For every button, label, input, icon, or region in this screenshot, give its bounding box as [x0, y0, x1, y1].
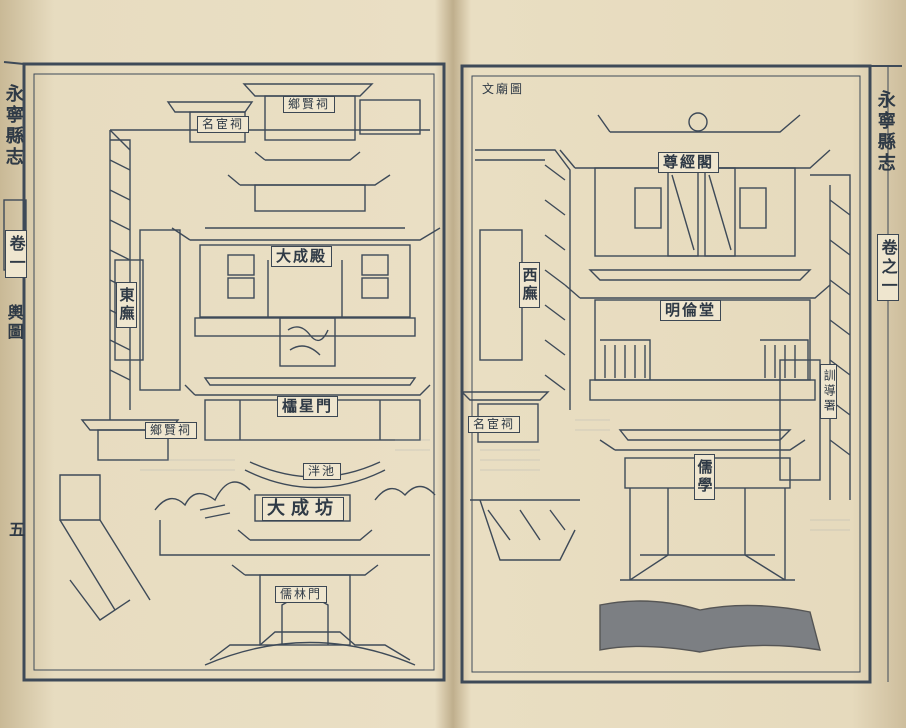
label-pavilion-top: 尊經閣 — [658, 152, 720, 173]
label-west-side-hall: 西廡 — [519, 262, 540, 308]
label-shrine-left: 名宦祠 — [468, 416, 521, 434]
label-shrine-right: 訓導署 — [820, 364, 838, 419]
page-number: 五 — [9, 520, 28, 539]
label-shrine-mid-left: 鄉賢祠 — [145, 422, 198, 440]
label-lecture-hall: 明倫堂 — [660, 300, 722, 321]
label-bottom-gate: 儒林門 — [275, 586, 328, 604]
figure-caption: 文廟圖 — [482, 82, 525, 96]
label-main-hall: 大成殿 — [271, 246, 333, 267]
label-east-side-hall: 東廡 — [116, 282, 137, 328]
volume-label-right: 卷之一 — [877, 234, 899, 301]
label-pool: 泮池 — [303, 463, 342, 481]
volume-label-left: 卷一 — [5, 230, 27, 278]
spine-title-right: 永寧縣志 — [874, 90, 896, 174]
label-shrine-top: 鄉賢祠 — [283, 96, 336, 114]
label-shrine-top-left: 名宦祠 — [197, 116, 250, 134]
chapter-label-left: 輿圖 — [4, 304, 24, 342]
label-lingxing-gate: 櫺星門 — [277, 396, 339, 417]
label-school-gate: 儒學 — [694, 454, 715, 500]
spine-title-left: 永寧縣志 — [2, 84, 24, 168]
label-archway: 大成坊 — [262, 497, 344, 521]
